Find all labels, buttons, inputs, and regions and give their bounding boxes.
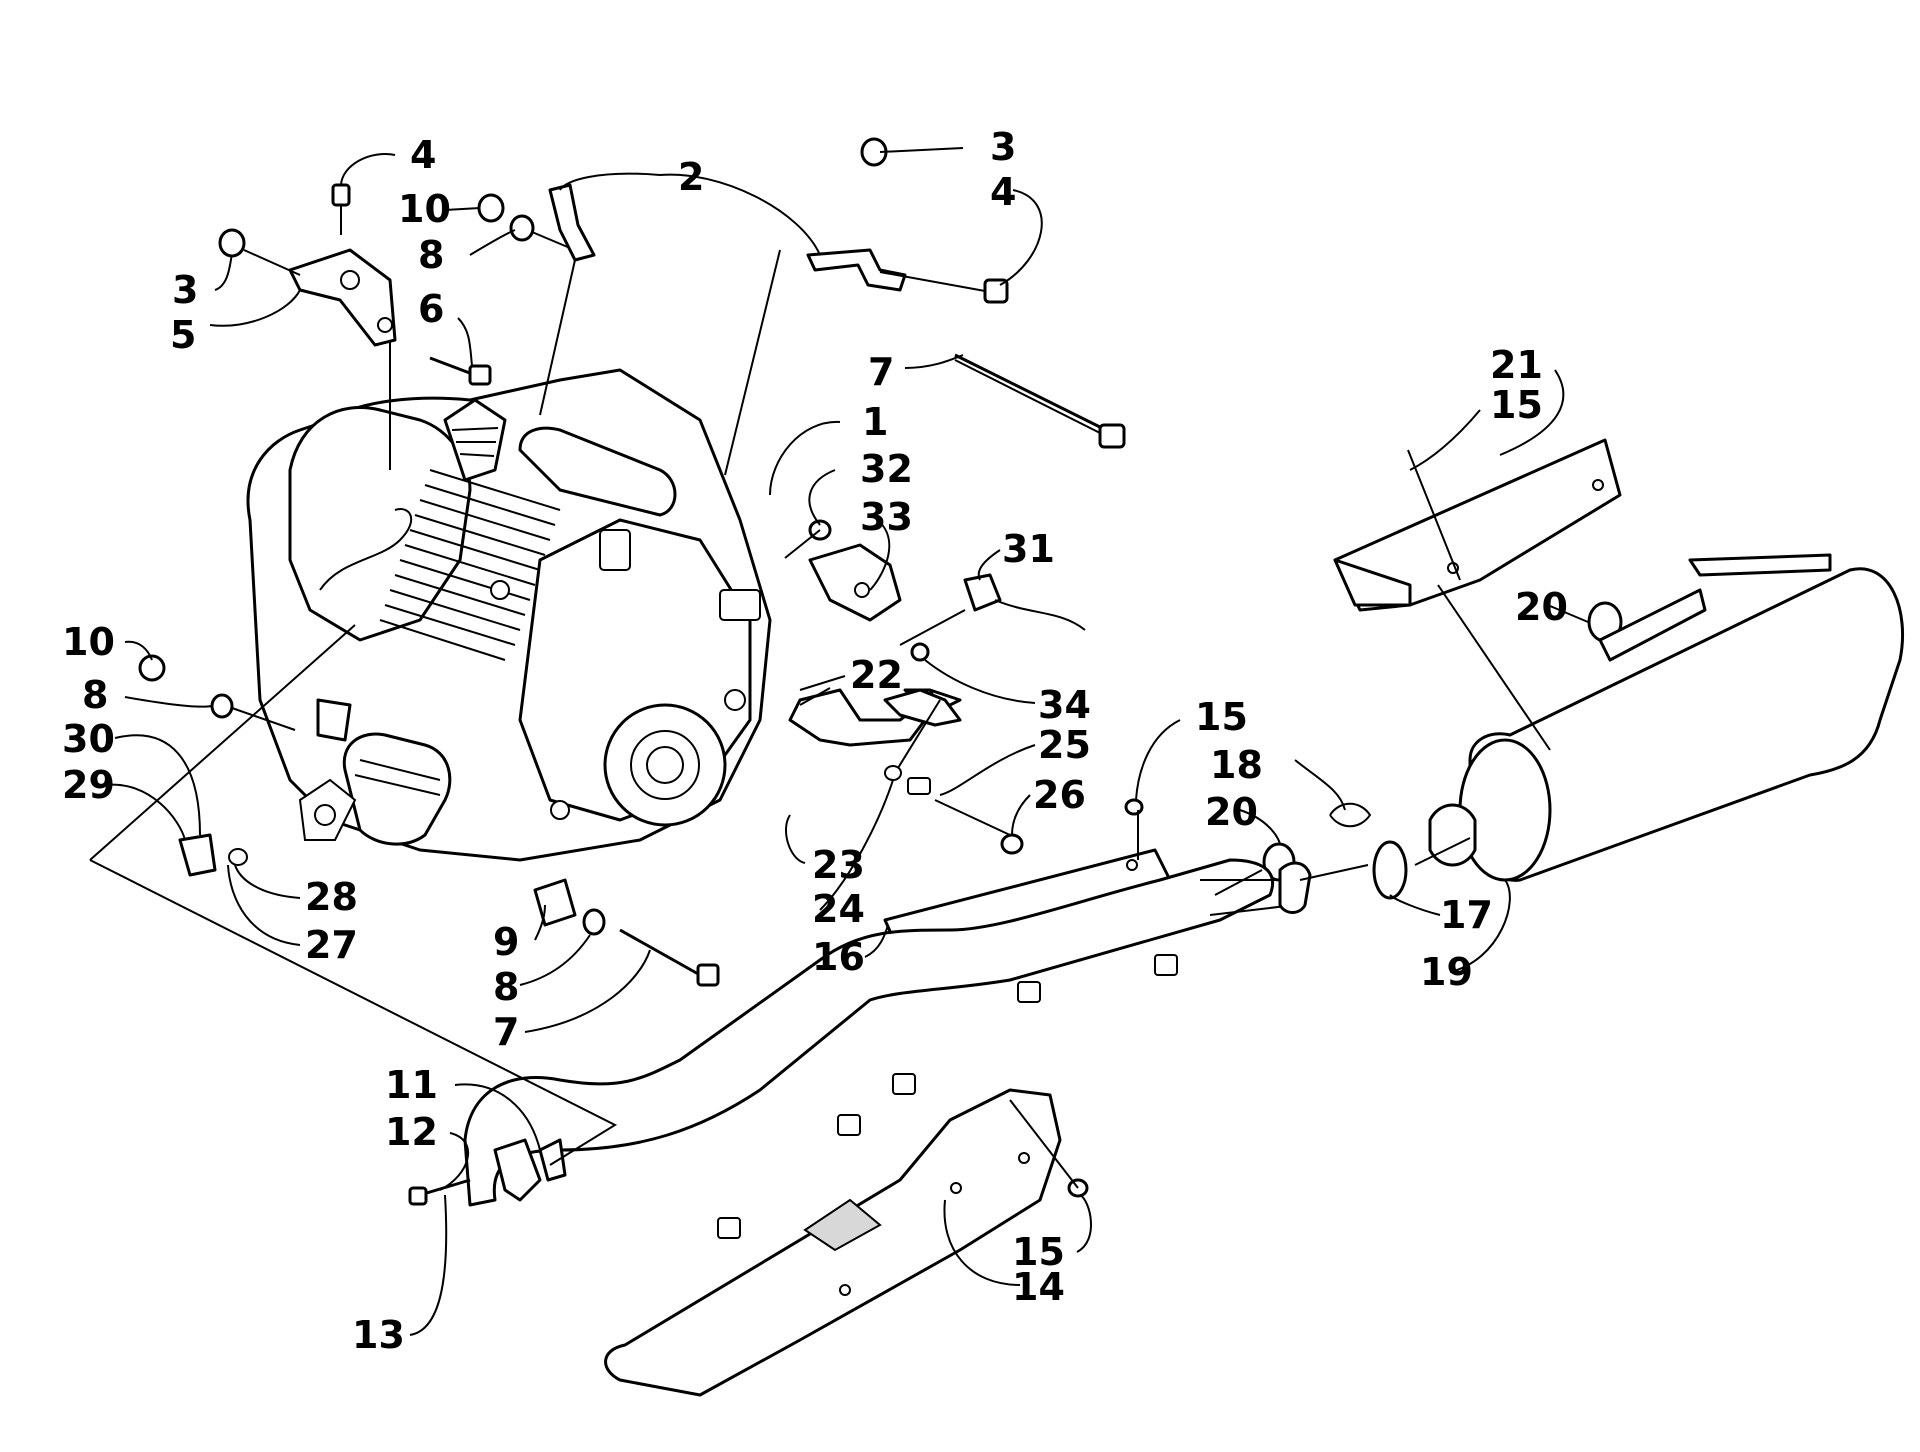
callout-labels: 4 10 8 2 3 4 3 5 6 7 21 15 1 32 33 31 20…: [62, 125, 1568, 1357]
callout-13: 13: [352, 1313, 405, 1357]
callout-7: 7: [493, 1010, 519, 1054]
callout-10: 10: [62, 620, 115, 664]
engine-bracket: [288, 248, 397, 347]
callout-2: 2: [678, 155, 704, 199]
callout-34: 34: [1038, 683, 1091, 727]
callout-15: 15: [1012, 1230, 1065, 1274]
callout-9: 9: [493, 920, 519, 964]
callout-14: 14: [1012, 1265, 1065, 1309]
callout-17: 17: [1440, 893, 1493, 937]
callout-1: 1: [862, 400, 888, 444]
callout-20: 20: [1515, 585, 1568, 629]
callout-8: 8: [418, 233, 444, 277]
bracket-left-piece: [548, 183, 596, 262]
callout-32: 32: [860, 447, 913, 491]
callout-23: 23: [812, 843, 865, 887]
callout-31: 31: [1002, 527, 1055, 571]
callout-24: 24: [812, 887, 865, 931]
callout-20: 20: [1205, 790, 1258, 834]
callout-28: 28: [305, 875, 358, 919]
callout-11: 11: [385, 1063, 438, 1107]
callout-18: 18: [1210, 743, 1263, 787]
callout-30: 30: [62, 717, 115, 761]
leader-lines: [104, 147, 1589, 1336]
callout-33: 33: [860, 495, 913, 539]
bracket-right-piece: [806, 248, 907, 292]
callout-7: 7: [868, 350, 894, 394]
callout-22: 22: [850, 653, 903, 697]
upper-mounting-hardware: [138, 137, 1126, 987]
callout-26: 26: [1033, 773, 1086, 817]
exhaust-pipe: [463, 858, 1274, 1207]
callout-21: 21: [1490, 343, 1543, 387]
callout-16: 16: [812, 935, 865, 979]
callout-29: 29: [62, 763, 115, 807]
callout-6: 6: [418, 287, 444, 331]
assembly-lines: [89, 249, 1551, 1189]
heat-shield-upper: [1333, 438, 1622, 612]
callout-5: 5: [170, 313, 196, 357]
callout-3: 3: [172, 268, 198, 312]
callout-12: 12: [385, 1110, 438, 1154]
callout-3: 3: [990, 125, 1016, 169]
engine-assembly: [246, 368, 772, 862]
callout-15: 15: [1490, 383, 1543, 427]
callout-10: 10: [398, 187, 451, 231]
callout-25: 25: [1038, 723, 1091, 767]
callout-8: 8: [493, 965, 519, 1009]
callout-15: 15: [1195, 695, 1248, 739]
callout-27: 27: [305, 923, 358, 967]
callout-8: 8: [82, 673, 108, 717]
callout-4: 4: [410, 133, 436, 177]
callout-4: 4: [990, 170, 1016, 214]
callout-19: 19: [1420, 950, 1473, 994]
